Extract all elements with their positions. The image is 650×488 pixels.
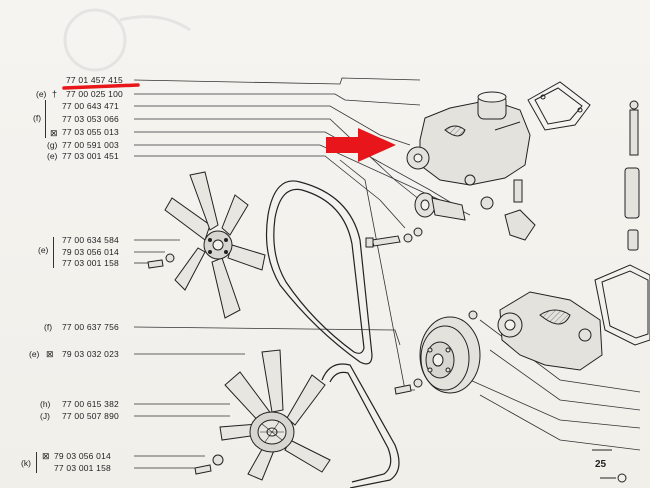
group-label-f: (f) [33, 113, 42, 123]
group-label-h: (h) [40, 399, 51, 409]
pump-pulley [419, 316, 481, 394]
part-number-label: 77 00 615 382 [62, 399, 119, 409]
faded-stamp [63, 8, 191, 72]
part-number-label: 77 00 025 100 [66, 89, 123, 99]
page-number: 25 [595, 459, 607, 470]
v-belt-upper [265, 180, 373, 365]
water-pump-upper [406, 91, 531, 186]
part-number-label: 77 00 637 756 [62, 322, 119, 332]
part-number-label: 77 03 001 158 [54, 463, 111, 473]
bracket-e [53, 237, 54, 268]
part-number-label: 77 00 507 890 [62, 411, 119, 421]
part-number-label: 79 03 056 014 [54, 451, 111, 461]
bracket-k [36, 452, 37, 473]
part-number-label: 77 03 053 066 [62, 114, 119, 124]
part-number-label: 79 03 032 023 [62, 349, 119, 359]
boxed-x-icon: ⊠ [50, 128, 58, 138]
part-number-label: 79 03 056 014 [62, 247, 119, 257]
belt-tensioner [414, 179, 536, 241]
cooling-fan-upper [164, 171, 266, 319]
part-number-label: 77 00 643 471 [62, 101, 119, 111]
boxed-x-icon: ⊠ [42, 451, 50, 461]
hose-fittings [624, 100, 640, 251]
leader-lines [133, 77, 641, 469]
cooling-fan-lower [219, 349, 331, 481]
group-label-f: (f) [44, 322, 53, 332]
page-corner-mark [592, 449, 627, 483]
part-number-label: 77 00 591 003 [62, 140, 119, 150]
group-label-e: (e) [36, 89, 47, 99]
highlight-underline [62, 83, 140, 90]
water-pump-lower [497, 291, 603, 371]
part-number-label: 77 03 001 158 [62, 258, 119, 268]
group-label-e: (e) [38, 245, 49, 255]
gasket-lower [594, 264, 650, 346]
gasket-upper [527, 81, 591, 131]
v-belt-lower [321, 363, 400, 488]
group-label-k: (k) [21, 458, 31, 468]
part-number-label: 77 03 055 013 [62, 127, 119, 137]
dagger-icon: † [52, 89, 58, 99]
group-label-e: (e) [29, 349, 40, 359]
highlight-arrow-icon [326, 128, 396, 162]
group-label-j: (J) [40, 411, 50, 421]
group-label-e: (e) [47, 151, 58, 161]
bracket-f [45, 100, 46, 138]
part-number-label: 77 01 457 415 [66, 75, 123, 85]
group-label-g: (g) [47, 140, 58, 150]
boxed-x-icon: ⊠ [46, 349, 54, 359]
part-number-label: 77 00 634 584 [62, 235, 119, 245]
bolts [147, 227, 478, 475]
part-number-label: 77 03 001 451 [62, 151, 119, 161]
